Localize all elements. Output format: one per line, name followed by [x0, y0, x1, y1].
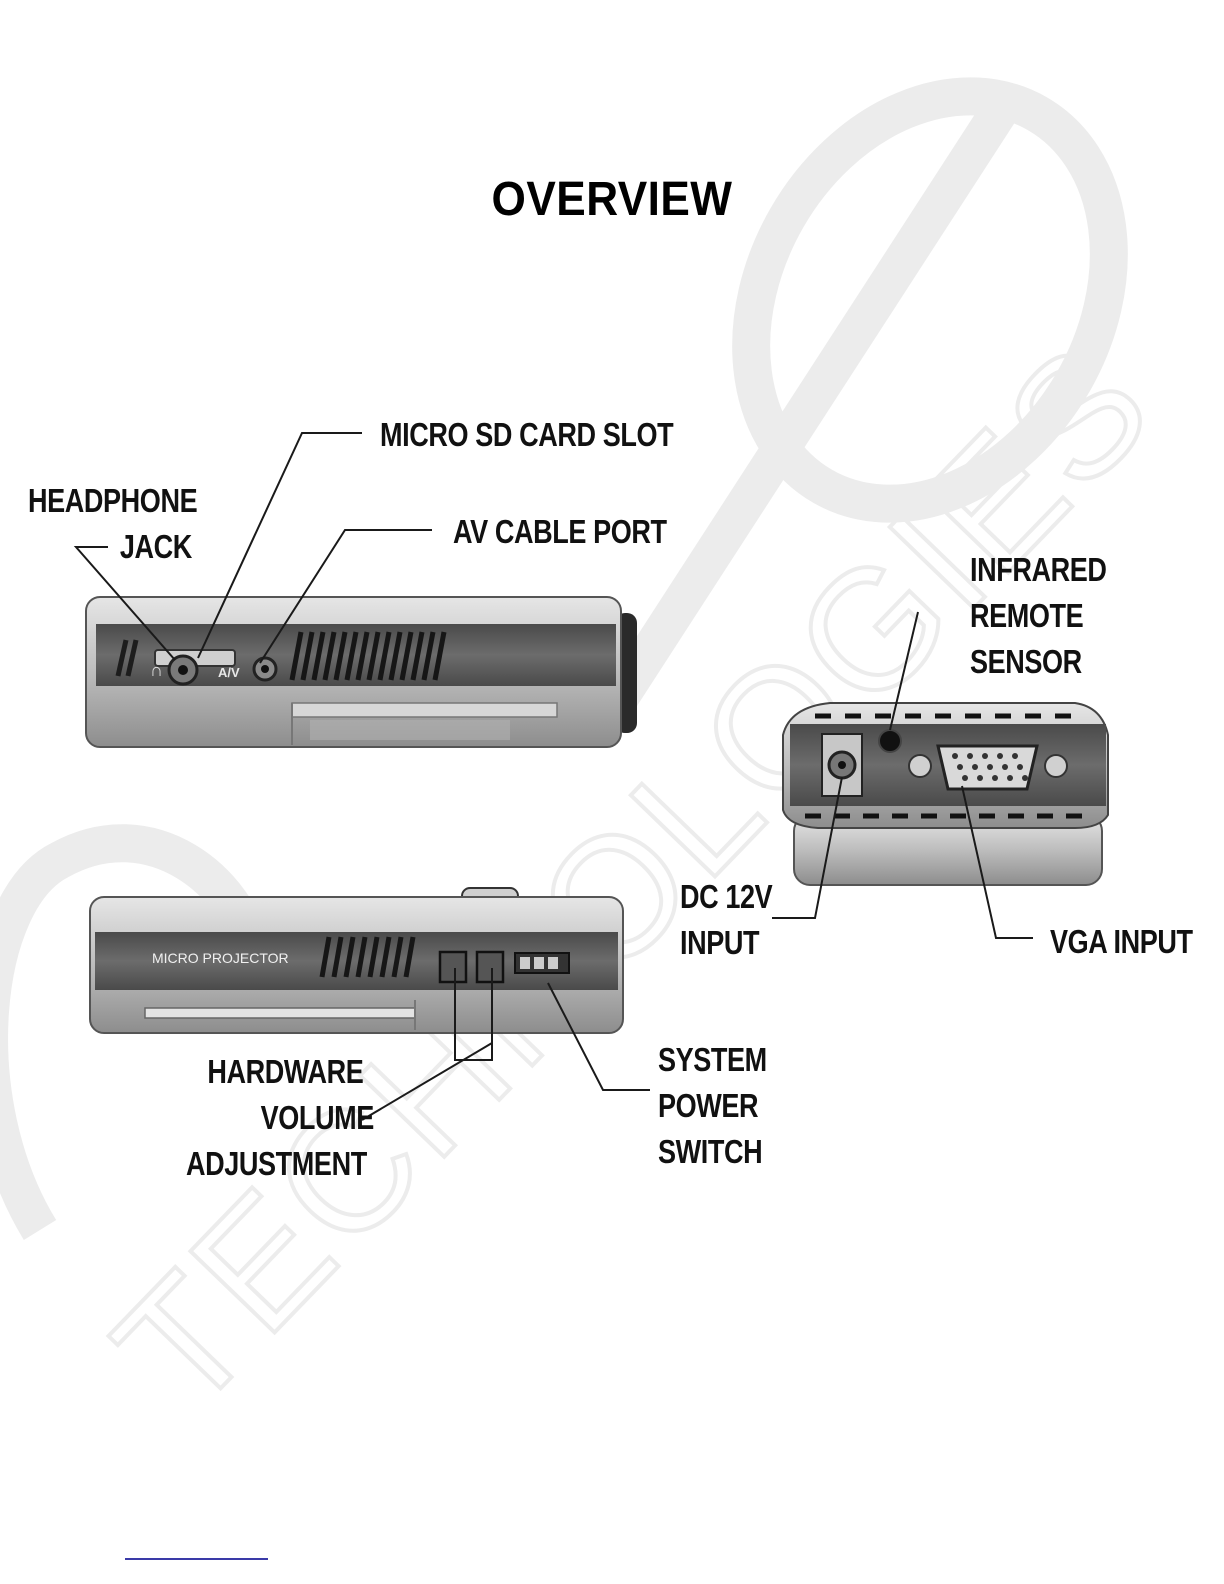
- vga-pin: [992, 775, 998, 781]
- volume-up-button: [477, 952, 503, 982]
- vga-pin: [1022, 775, 1028, 781]
- av-port-marking: A/V: [218, 665, 240, 680]
- projector-side-view-top: ∩ A/V: [86, 597, 637, 747]
- vga-pin: [987, 764, 993, 770]
- vga-pin: [1002, 764, 1008, 770]
- vga-pin: [1017, 764, 1023, 770]
- label-system-power-switch: SYSTEM POWER SWITCH: [658, 1037, 767, 1175]
- svg-text:∩: ∩: [150, 660, 163, 680]
- projector-side-view-bottom: MICRO PROJECTOR: [90, 888, 623, 1033]
- label-av-cable-port: AV CABLE PORT: [453, 509, 667, 555]
- vga-pin: [1012, 753, 1018, 759]
- label-hardware-volume-adjustment: HARDWARE VOLUME ADJUSTMENT: [186, 1049, 357, 1187]
- label-vga-input: VGA INPUT: [1050, 919, 1193, 965]
- volume-down-button: [440, 952, 466, 982]
- vga-pin: [962, 775, 968, 781]
- vga-pin: [977, 775, 983, 781]
- footer-link-underline[interactable]: [125, 1558, 268, 1560]
- leader-volume-diagonal: [362, 1043, 492, 1120]
- vga-pin: [967, 753, 973, 759]
- vga-pin: [972, 764, 978, 770]
- label-headphone-jack: HEADPHONE JACK: [28, 478, 197, 570]
- vga-pin: [1007, 775, 1013, 781]
- label-micro-sd-card-slot: MICRO SD CARD SLOT: [380, 412, 673, 458]
- infrared-sensor-window: [879, 730, 901, 752]
- vga-pin: [982, 753, 988, 759]
- vga-pin: [997, 753, 1003, 759]
- label-infrared-remote-sensor: INFRARED REMOTE SENSOR: [970, 547, 1107, 685]
- label-dc-12v-input: DC 12V INPUT: [680, 874, 772, 966]
- projector-end-view: [783, 703, 1108, 885]
- vga-pin: [952, 753, 958, 759]
- vga-pin: [957, 764, 963, 770]
- projector-body-marking: MICRO PROJECTOR: [152, 950, 289, 966]
